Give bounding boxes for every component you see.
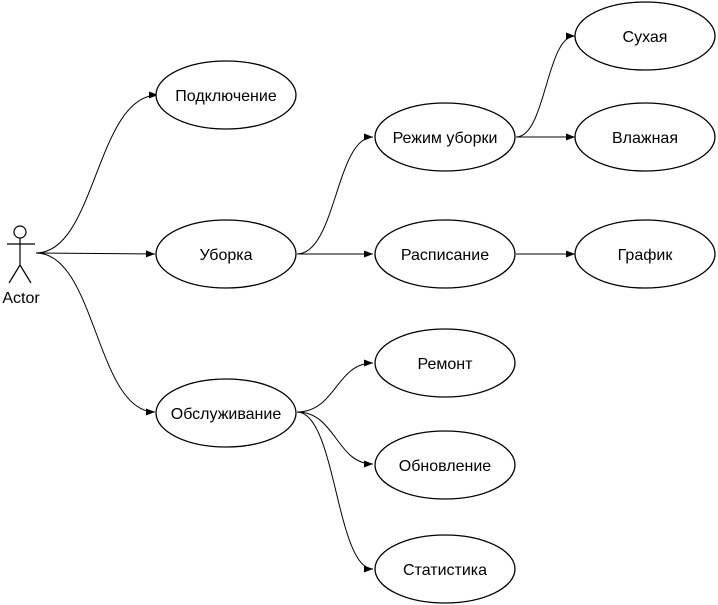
edge-actor-to-podkl bbox=[35, 91, 159, 254]
actor-label: Actor bbox=[2, 290, 40, 307]
use-case-podkl[interactable]: Подключение bbox=[155, 60, 297, 130]
edge-actor-to-obsl bbox=[35, 252, 156, 416]
use-case-label: Статистика bbox=[403, 562, 487, 579]
edge-actor-to-uborka bbox=[35, 250, 156, 258]
use-case-suhaya[interactable]: Сухая bbox=[574, 1, 716, 71]
use-case-obnov[interactable]: Обновление bbox=[374, 430, 516, 500]
use-case-remont[interactable]: Ремонт bbox=[374, 328, 516, 398]
use-case-label: Сухая bbox=[623, 29, 668, 46]
edge-obsl-to-obnov bbox=[296, 411, 374, 468]
use-case-label: Обслуживание bbox=[171, 406, 282, 423]
actor-stick-figure-icon bbox=[7, 225, 35, 284]
use-case-label: Ремонт bbox=[418, 356, 474, 373]
use-case-stat[interactable]: Статистика bbox=[374, 534, 516, 604]
use-case-label: Обновление bbox=[399, 458, 491, 475]
edges bbox=[35, 32, 576, 573]
edge-obsl-to-remont bbox=[296, 359, 374, 413]
edge-rezhim-to-suhaya bbox=[515, 32, 576, 138]
use-case-grafik[interactable]: График bbox=[574, 219, 716, 289]
use-case-label: Расписание bbox=[401, 247, 489, 264]
use-case-label: Уборка bbox=[199, 247, 252, 264]
use-case-label: График bbox=[618, 247, 674, 264]
use-case-label: Подключение bbox=[175, 88, 277, 105]
use-case-obsl[interactable]: Обслуживание bbox=[155, 378, 297, 448]
edge-uborka-to-rezhim bbox=[296, 133, 374, 255]
use-case-label: Влажная bbox=[612, 130, 678, 147]
edge-obsl-to-stat bbox=[296, 411, 374, 573]
use-case-rezhim[interactable]: Режим уборки bbox=[374, 102, 516, 172]
use-case-raspis[interactable]: Расписание bbox=[374, 219, 516, 289]
use-case-uborka[interactable]: Уборка bbox=[155, 219, 297, 289]
use-case-vlazh[interactable]: Влажная bbox=[574, 102, 716, 172]
use-case-label: Режим уборки bbox=[393, 130, 498, 147]
actor[interactable]: Actor bbox=[2, 225, 40, 307]
